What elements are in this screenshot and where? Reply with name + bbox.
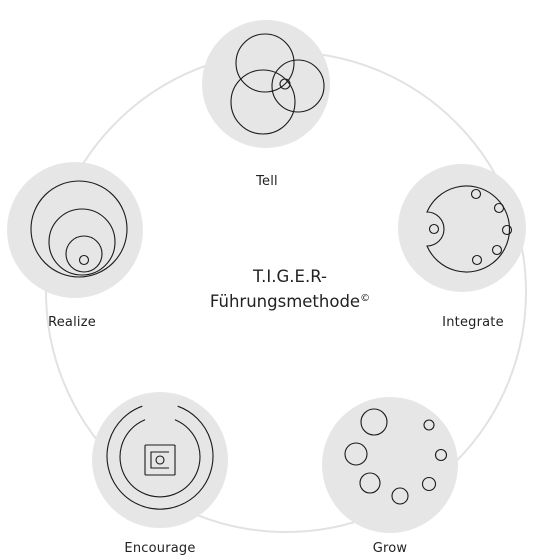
diagram-title-text: Führungsmethode	[209, 292, 361, 311]
node-integrate	[398, 164, 526, 292]
label-encourage: Encourage	[124, 541, 196, 556]
node-encourage	[92, 392, 228, 528]
node-tell-disc	[202, 20, 330, 148]
tell-overlapping-circles-icon	[230, 33, 325, 135]
diagram-title-line1: T.I.G.E.R-	[253, 267, 327, 286]
label-realize: Realize	[48, 315, 96, 330]
node-grow	[322, 397, 458, 533]
label-tell: Tell	[256, 174, 278, 189]
node-integrate-disc	[398, 164, 526, 292]
node-realize-disc	[7, 162, 143, 298]
label-integrate: Integrate	[442, 315, 504, 330]
node-tell	[202, 20, 330, 148]
encourage-open-circles-icon	[106, 405, 214, 510]
realize-nested-circles-icon	[30, 180, 128, 278]
node-grow-disc	[322, 397, 458, 533]
grow-scattered-circles-icon	[344, 408, 448, 505]
diagram-title: T.I.G.E.R- Führungsmethode©	[210, 266, 370, 313]
integrate-group-icon	[426, 185, 513, 273]
copyright-mark: ©	[360, 293, 371, 304]
label-grow: Grow	[372, 541, 408, 556]
node-realize	[7, 162, 143, 298]
diagram-title-line2: Führungsmethode©	[210, 288, 370, 313]
node-encourage-disc	[92, 392, 228, 528]
